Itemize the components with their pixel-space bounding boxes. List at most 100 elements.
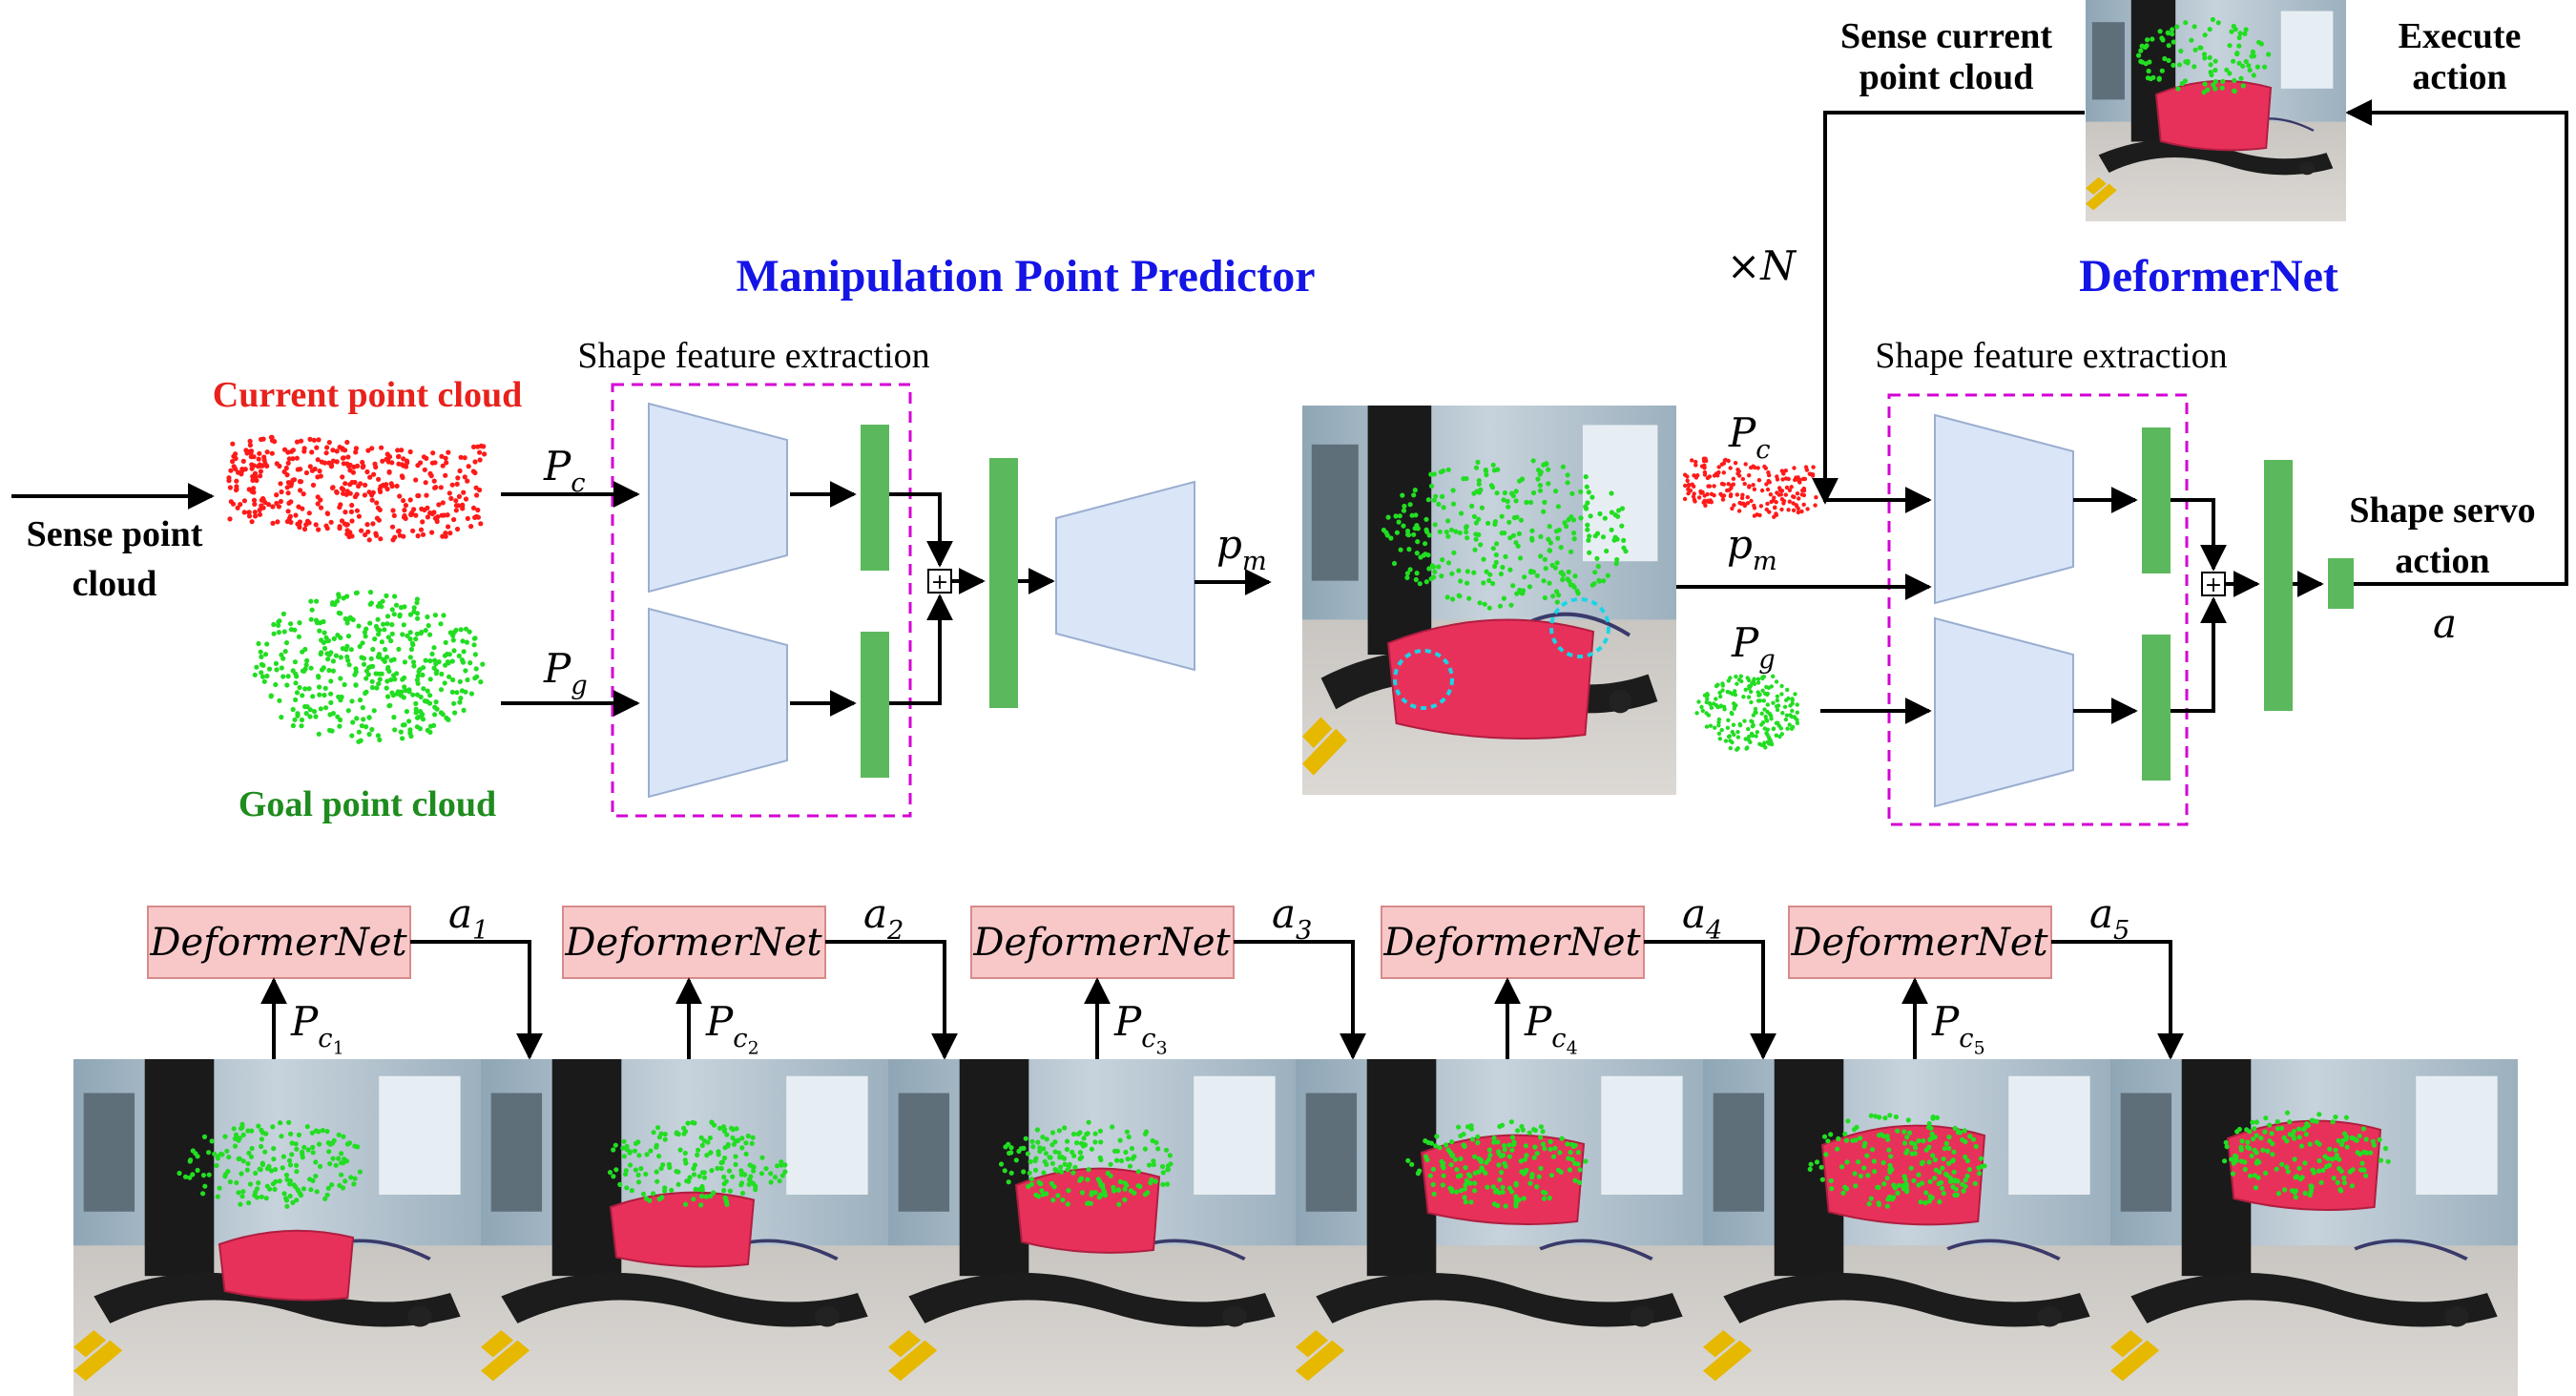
- cloud-point: [2262, 1129, 2268, 1135]
- cloud-point: [438, 687, 445, 693]
- cloud-point: [1571, 536, 1577, 542]
- cloud-point: [383, 647, 388, 653]
- cloud-point: [2359, 1160, 2365, 1166]
- cloud-point: [407, 636, 413, 642]
- cloud-point: [1790, 697, 1795, 701]
- cloud-point: [304, 657, 310, 664]
- cloud-point: [1423, 1154, 1429, 1159]
- cloud-point: [1916, 1172, 1922, 1177]
- cloud-point: [239, 1126, 244, 1132]
- cloud-point: [1043, 1151, 1049, 1156]
- cloud-point: [414, 715, 421, 720]
- cloud-point: [285, 490, 291, 496]
- cloud-point: [439, 453, 445, 459]
- cloud-point: [475, 514, 481, 520]
- cloud-point: [1740, 492, 1745, 497]
- cloud-point: [1509, 1135, 1515, 1140]
- cloud-point: [2243, 58, 2249, 65]
- cloud-point: [1552, 1145, 1558, 1151]
- cloud-point: [1122, 1186, 1128, 1192]
- cloud-point: [447, 531, 453, 536]
- cloud-point: [2269, 1131, 2275, 1136]
- cloud-point: [2227, 71, 2233, 76]
- sense-current-loop-arrow: [1812, 111, 2085, 505]
- cloud-point: [1461, 476, 1466, 482]
- cloud-point: [233, 487, 239, 493]
- cloud-point: [386, 469, 392, 475]
- cloud-point: [463, 668, 468, 674]
- cloud-point: [283, 1172, 290, 1178]
- cloud-point: [2355, 1150, 2360, 1156]
- cloud-point: [1463, 1182, 1468, 1188]
- cloud-point: [782, 1162, 788, 1168]
- cloud-point: [407, 630, 413, 635]
- cloud-point: [1728, 690, 1733, 695]
- cloud-point: [1457, 530, 1463, 536]
- cloud-point: [1779, 469, 1785, 473]
- cloud-point: [296, 1132, 301, 1137]
- cloud-point: [1736, 509, 1742, 513]
- cloud-point: [1728, 745, 1734, 751]
- cloud-point: [214, 1162, 219, 1169]
- cloud-point: [390, 508, 396, 513]
- cloud-point: [268, 1168, 275, 1174]
- cloud-point: [1752, 506, 1757, 510]
- cloud-point: [302, 686, 308, 692]
- cloud-point: [1730, 506, 1735, 511]
- cloud-point: [1433, 1143, 1439, 1149]
- cloud-point: [2223, 1139, 2229, 1145]
- cloud-point: [463, 496, 469, 502]
- cloud-point: [1444, 594, 1450, 600]
- cloud-point: [1967, 1134, 1973, 1139]
- cloud-point: [1097, 1193, 1104, 1198]
- cloud-point: [1922, 1200, 1928, 1206]
- cloud-point: [1583, 504, 1589, 510]
- cloud-point: [1023, 1136, 1028, 1141]
- cloud-point: [1567, 1167, 1572, 1173]
- cloud-point: [1459, 510, 1465, 516]
- cloud-point: [238, 1201, 243, 1207]
- cloud-point: [305, 1147, 311, 1153]
- cloud-point: [643, 1196, 649, 1201]
- cloud-point: [303, 711, 309, 717]
- cloud-point: [1086, 1167, 1091, 1173]
- cloud-point: [1765, 501, 1770, 507]
- cloud-point: [1789, 485, 1794, 490]
- cloud-point: [2254, 64, 2260, 70]
- cloud-point: [329, 1140, 335, 1146]
- cloud-point: [260, 674, 266, 679]
- cloud-point: [253, 1170, 259, 1177]
- cloud-point: [374, 500, 380, 506]
- cloud-point: [1529, 1172, 1535, 1177]
- cloud-point: [301, 1144, 307, 1150]
- cloud-point: [401, 498, 406, 504]
- cloud-point: [1683, 483, 1688, 489]
- cloud-point: [1929, 1131, 1935, 1136]
- cloud-point: [1402, 503, 1407, 510]
- cloud-point: [1118, 1157, 1125, 1164]
- cloud-point: [230, 459, 236, 465]
- cloud-point: [675, 1181, 681, 1187]
- cloud-point: [1761, 698, 1767, 703]
- cloud-point: [2189, 37, 2194, 43]
- cloud-point: [1440, 557, 1445, 563]
- cloud-point: [402, 722, 407, 728]
- cloud-point: [1142, 1146, 1148, 1152]
- cloud-point: [2360, 1126, 2367, 1132]
- cloud-point: [1398, 547, 1403, 552]
- cloud-point: [297, 620, 302, 626]
- cloud-point: [726, 1168, 733, 1174]
- sequence-photo-5: [1703, 1059, 2110, 1396]
- cloud-point: [1423, 579, 1429, 585]
- cloud-point: [1050, 1198, 1056, 1203]
- cloud-point: [1964, 1157, 1970, 1164]
- cloud-point: [298, 467, 303, 472]
- cloud-point: [263, 1196, 269, 1201]
- cloud-point: [1720, 688, 1725, 693]
- cloud-point: [481, 444, 487, 449]
- cloud-point: [1713, 725, 1717, 730]
- cloud-point: [2301, 1126, 2307, 1132]
- cloud-point: [286, 1157, 293, 1163]
- dn-goal-cloud: [1694, 674, 1800, 752]
- cloud-point: [228, 468, 234, 473]
